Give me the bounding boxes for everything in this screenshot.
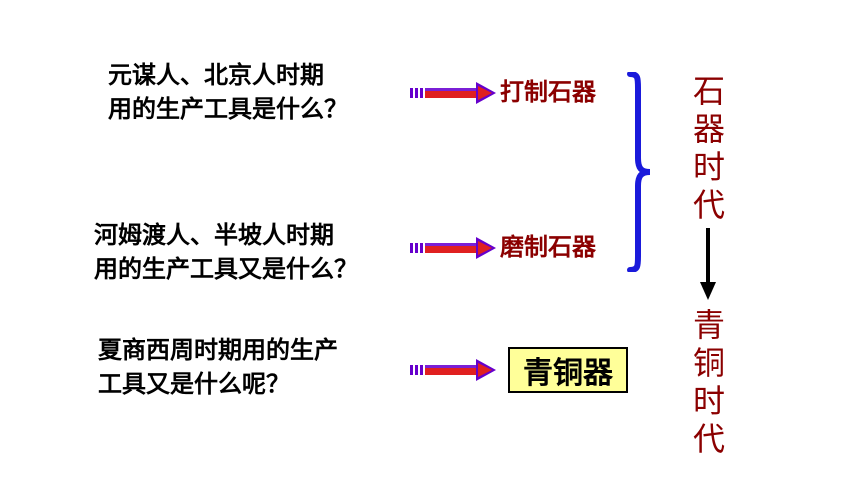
curly-brace-icon (627, 72, 651, 272)
question-3-line-2: 工具又是什么呢？ (98, 370, 290, 398)
question-3-line-1: 夏商西周时期用的生产 (98, 336, 338, 364)
answer-polished-stone-tools: 磨制石器 (500, 233, 596, 261)
question-1-line-2: 用的生产工具是什么？ (108, 95, 348, 123)
answer-bronze-ware: 青铜器 (508, 347, 628, 393)
arrow-right-icon (410, 237, 496, 259)
question-1-line-1: 元谋人、北京人时期 (108, 61, 324, 89)
question-1: 元谋人、北京人时期 用的生产工具是什么？ (108, 58, 348, 126)
arrow-right-icon (410, 82, 496, 104)
arrow-right-icon (410, 359, 496, 381)
arrow-down-icon (700, 228, 716, 300)
bronze-age-label: 青铜时代 (692, 306, 725, 458)
answer-chipped-stone-tools: 打制石器 (500, 78, 596, 106)
question-2: 河姆渡人、半坡人时期 用的生产工具又是什么？ (94, 218, 358, 286)
question-2-line-1: 河姆渡人、半坡人时期 (94, 221, 334, 249)
question-3: 夏商西周时期用的生产 工具又是什么呢？ (98, 333, 338, 401)
question-2-line-2: 用的生产工具又是什么？ (94, 255, 358, 283)
stone-age-label: 石器时代 (692, 72, 725, 224)
